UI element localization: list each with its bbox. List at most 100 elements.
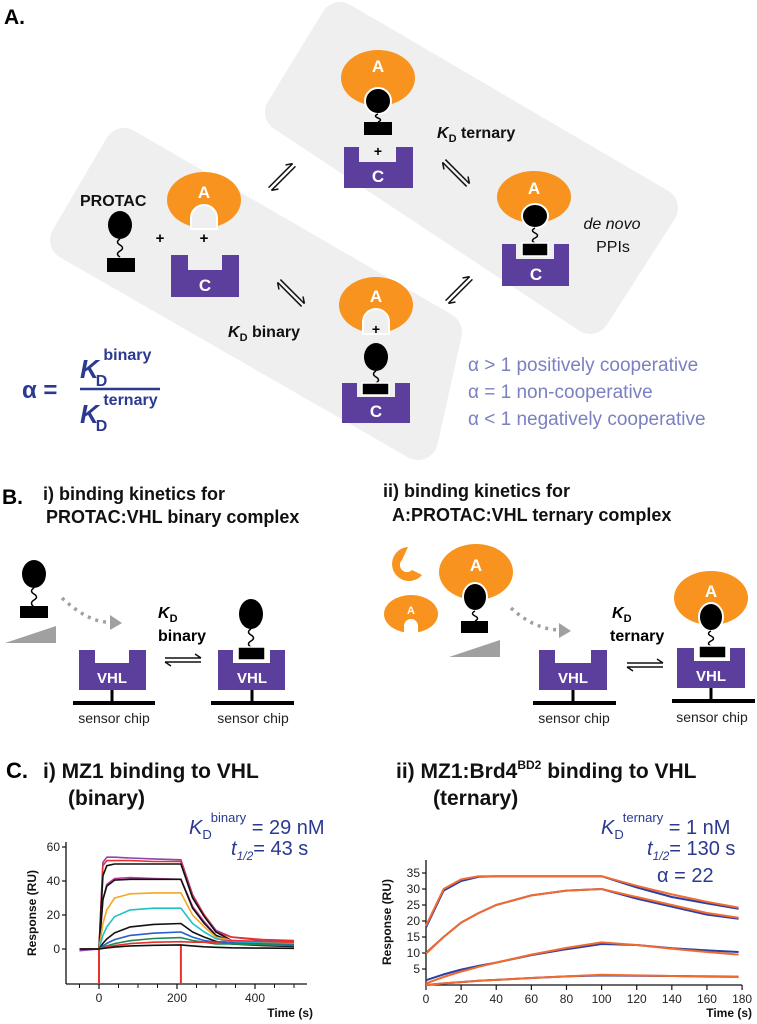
b-left-title-2: PROTAC:VHL binary complex (46, 507, 299, 527)
protac-e3-ligand (20, 606, 48, 618)
ppis-label: PPIs (596, 239, 630, 256)
sensorgram-series-2 (79, 859, 295, 950)
forward-harpoon (444, 159, 471, 185)
vhl-chip-4: A VHL sensor chip (672, 571, 755, 725)
vhl-protein (677, 648, 745, 688)
vhl-label: VHL (696, 668, 726, 685)
reverse-harpoon (626, 666, 663, 672)
target-protein-a (497, 171, 571, 223)
ligase-letter: C (370, 402, 382, 421)
x-axis-label: Time (s) (267, 1006, 313, 1020)
x-tick-label: 120 (627, 992, 647, 1006)
equilibrium-arrow-icon (441, 159, 471, 187)
protac-linker (531, 227, 539, 244)
kd-label: KD (158, 605, 178, 625)
vhl-label: VHL (558, 670, 588, 687)
protac-warhead (239, 599, 263, 629)
target-protein-small (392, 547, 422, 581)
sensor-chip-surface (211, 701, 294, 705)
sensor-chip-surface (73, 701, 155, 705)
y-axis-label: Response (RU) (380, 879, 394, 965)
equilibrium-arrow-icon (164, 653, 202, 667)
sensorgram-series-12 (79, 944, 295, 950)
legend-non: α = 1 non-cooperative (468, 382, 653, 403)
e3-ligase-c (171, 255, 239, 297)
protac-linker (30, 587, 38, 608)
cooperativity-legend: α > 1 positively cooperative α = 1 non-c… (468, 355, 706, 430)
y-tick-label: 15 (407, 930, 421, 944)
ligase-letter: C (530, 265, 542, 284)
x-tick-label: 200 (167, 991, 187, 1005)
forward-harpoon (627, 658, 664, 664)
arrowhead-icon (559, 623, 571, 638)
c-left-title-1: i) MZ1 binding to VHL (43, 760, 259, 783)
vhl-chip-2: VHL sensor chip (211, 599, 294, 726)
equilibrium-arrow-icon (626, 658, 664, 672)
vhl-protein (539, 650, 607, 690)
binding-pocket (190, 204, 218, 230)
forward-harpoon (268, 162, 294, 189)
y-tick-label: 5 (413, 962, 420, 976)
ternary-label: ternary (610, 628, 664, 645)
y-tick-label: 30 (407, 882, 421, 896)
x-tick-label: 80 (560, 992, 574, 1006)
y-tick-label: 60 (47, 840, 61, 854)
sensorgram-series-6 (79, 892, 295, 950)
y-tick-label: 20 (47, 908, 61, 922)
equilibrium-arrow-icon (276, 279, 306, 307)
protac-label: PROTAC (80, 193, 147, 210)
kd-label: KD (612, 605, 632, 625)
ligase-letter: C (372, 167, 384, 186)
concentration-ramp-icon (5, 626, 56, 643)
panel-a: A. A + C A C de novo PPIs PROTAC (4, 2, 706, 672)
alpha-equals: α = (22, 377, 57, 404)
x-tick-label: 100 (592, 992, 612, 1006)
x-tick-label: 60 (525, 992, 539, 1006)
vhl-chip-1: VHL sensor chip (73, 650, 155, 726)
panel-b-label: B. (2, 486, 23, 509)
vhl-protein (218, 650, 285, 690)
x-tick-label: 20 (454, 992, 468, 1006)
legend-positive: α > 1 positively cooperative (468, 355, 698, 376)
equilibrium-arrows (164, 159, 664, 672)
cooperativity-formula: α = KDbinary KDternary (22, 347, 160, 435)
protac-warhead (364, 87, 392, 115)
b-right-title-1: ii) binding kinetics for (383, 481, 570, 501)
kd-binary-numerator: KDbinary (80, 347, 151, 390)
reverse-harpoon (447, 278, 473, 305)
left-components: PROTAC + A + C (80, 172, 241, 297)
forward-harpoon (445, 275, 471, 302)
y-tick-label: 35 (407, 866, 421, 880)
reverse-harpoon (276, 281, 303, 307)
de-novo-label: de novo (584, 216, 641, 233)
y-tick-label: 25 (407, 898, 421, 912)
protac-e3-ligand (237, 646, 266, 661)
legend-negative: α < 1 negatively cooperative (468, 409, 706, 430)
reverse-harpoon (164, 661, 201, 667)
plus-sign: + (200, 230, 209, 247)
reverse-harpoon (270, 165, 296, 192)
sensor-chip-label: sensor chip (676, 709, 748, 725)
protac-warhead (698, 602, 724, 632)
protac-e3-ligand (361, 382, 390, 396)
vhl-chip-3: VHL sensor chip (533, 650, 616, 726)
protac-linker (116, 238, 124, 258)
panel-a-label: A. (4, 6, 25, 29)
kd-ternary-annotation: KDternary = 1 nM (601, 810, 730, 842)
protac-linker (247, 628, 255, 648)
chip-stem (709, 688, 713, 700)
alpha-value-annotation: α = 22 (657, 865, 714, 887)
protac-warhead (364, 343, 388, 371)
y-axis-label: Response (RU) (25, 870, 39, 956)
e3-ligase-c (342, 383, 410, 423)
protac-warhead (521, 203, 549, 229)
sensorgram-series-6 (425, 941, 739, 985)
chip-stem (571, 690, 575, 702)
sensor-chip-label: sensor chip (78, 710, 150, 726)
bottom-complex: A + C (339, 277, 413, 423)
half-life-binary-annotation: t1/2= 43 s (231, 838, 308, 863)
sensor-chip-surface (533, 701, 616, 705)
c-right-title-2: (ternary) (433, 787, 518, 810)
